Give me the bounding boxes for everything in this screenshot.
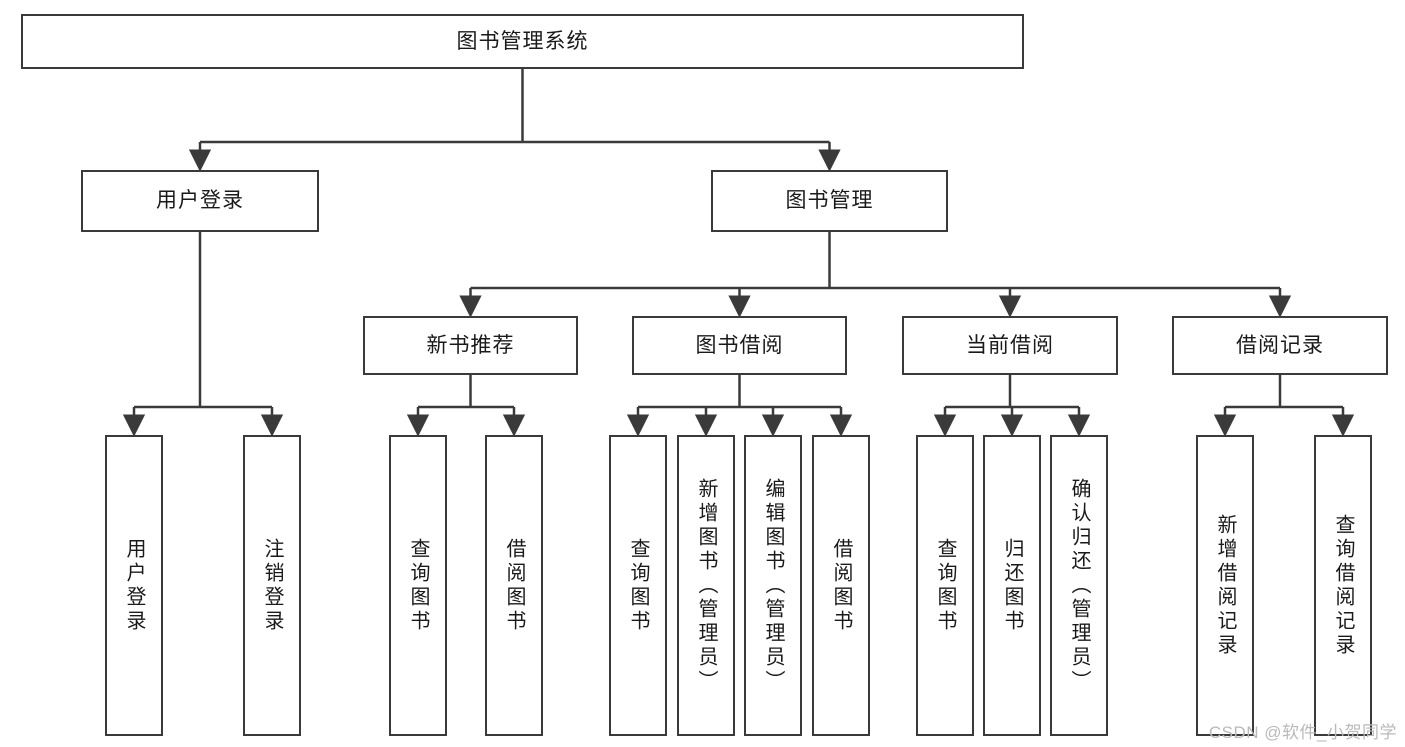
node-label: 查询图书 [407, 537, 429, 634]
node-newbook[interactable]: 新书推荐 [363, 316, 578, 375]
node-current[interactable]: 当前借阅 [902, 316, 1118, 375]
node-label: 查询借阅记录 [1332, 513, 1354, 658]
node-label: 借阅图书 [830, 537, 852, 634]
node-label: 编辑图书（管理员） [762, 477, 784, 694]
node-label: 借阅记录 [1236, 333, 1324, 357]
node-label: 新增借阅记录 [1214, 513, 1236, 658]
node-leaf6[interactable]: 新增图书（管理员） [677, 435, 735, 736]
node-label: 新书推荐 [426, 333, 515, 357]
node-label: 图书借阅 [695, 333, 784, 357]
node-label: 借阅图书 [503, 537, 525, 634]
node-leaf4[interactable]: 借阅图书 [485, 435, 543, 736]
node-leaf3[interactable]: 查询图书 [389, 435, 447, 736]
node-label: 用户登录 [156, 189, 244, 213]
node-label: 图书管理 [785, 189, 874, 213]
node-label: 查询图书 [627, 537, 649, 634]
node-label: 归还图书 [1001, 537, 1023, 634]
node-login[interactable]: 用户登录 [81, 170, 319, 232]
node-leaf9[interactable]: 查询图书 [916, 435, 974, 736]
node-leaf8[interactable]: 借阅图书 [812, 435, 870, 736]
node-borrow[interactable]: 图书借阅 [632, 316, 847, 375]
node-leaf10[interactable]: 归还图书 [983, 435, 1041, 736]
node-bookmgmt[interactable]: 图书管理 [711, 170, 948, 232]
node-leaf5[interactable]: 查询图书 [609, 435, 667, 736]
node-label: 新增图书（管理员） [695, 477, 717, 694]
node-label: 确认归还（管理员） [1068, 477, 1090, 694]
node-records[interactable]: 借阅记录 [1172, 316, 1388, 375]
node-label: 注销登录 [261, 537, 283, 634]
node-label: 图书管理系统 [456, 29, 589, 53]
node-label: 当前借阅 [966, 333, 1054, 357]
node-leaf12[interactable]: 新增借阅记录 [1196, 435, 1254, 736]
node-label: 用户登录 [123, 537, 145, 634]
node-label: 查询图书 [934, 537, 956, 634]
node-leaf7[interactable]: 编辑图书（管理员） [744, 435, 802, 736]
node-leaf1[interactable]: 用户登录 [105, 435, 163, 736]
node-root[interactable]: 图书管理系统 [21, 14, 1024, 69]
node-leaf2[interactable]: 注销登录 [243, 435, 301, 736]
node-leaf11[interactable]: 确认归还（管理员） [1050, 435, 1108, 736]
node-leaf13[interactable]: 查询借阅记录 [1314, 435, 1372, 736]
